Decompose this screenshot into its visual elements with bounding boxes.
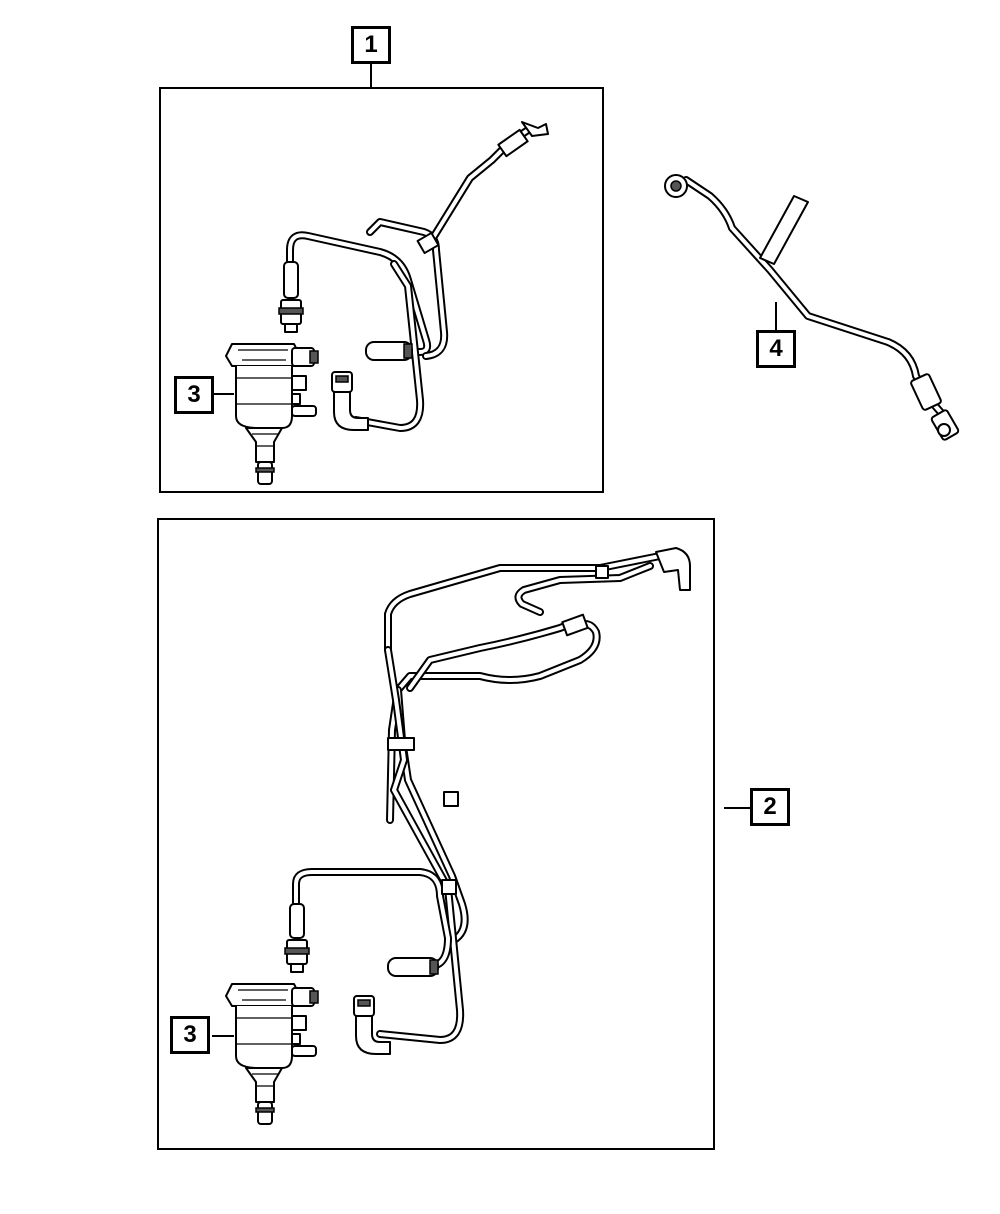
assembly-1-frame [159,87,604,493]
purge-valve-bottom [225,983,319,1125]
hose-clamp [416,231,440,255]
electrical-connector [278,299,304,333]
item-4-end-fitting-core [670,180,682,192]
sensor-tube [289,903,305,939]
hose-clamp [561,613,589,637]
elbow-connector [331,371,369,431]
sensor-tube [283,261,299,299]
hose-clamp [441,879,457,895]
item-4-strap [759,195,809,265]
elbow-connector [353,995,391,1055]
hose-end-fitting [521,121,549,137]
hose-clamp [497,128,529,158]
item-4-nut [937,423,951,437]
item-4-tube [682,176,948,420]
callout-3-bottom[interactable]: 3 [170,1016,210,1054]
callout-4[interactable]: 4 [756,330,796,368]
hose-clamp [443,791,459,807]
callout-1[interactable]: 1 [351,26,391,64]
assembly-1-hose [286,126,532,432]
upper-elbow-fitting [655,547,691,591]
electrical-connector [284,939,310,973]
hose-clamp [387,737,415,751]
item-4-sleeve [910,373,942,411]
callout-3-top[interactable]: 3 [174,376,214,414]
assembly-2-hose [292,552,664,1044]
assembly-2-frame [157,518,715,1150]
purge-valve-top [225,343,319,485]
callout-2[interactable]: 2 [750,788,790,826]
hose-plug-cap [403,343,413,359]
hose-clamp [595,565,609,579]
hose-plug-cap [429,959,439,975]
